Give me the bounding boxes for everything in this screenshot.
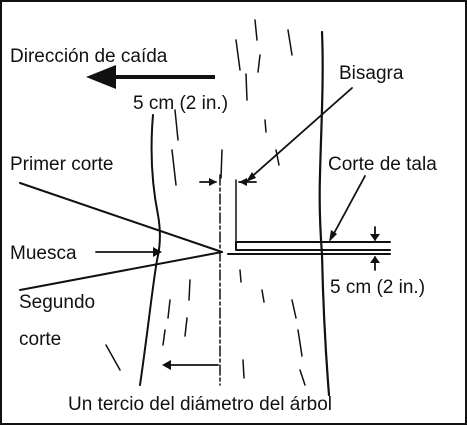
bark-mark xyxy=(220,149,223,179)
bark-mark xyxy=(254,19,261,73)
dim-left-arrowhead xyxy=(209,178,217,186)
trunk-right-edge xyxy=(318,30,331,397)
bark-mark xyxy=(184,279,191,337)
second-cut-line xyxy=(19,251,223,291)
first-cut-label: Primer corte xyxy=(10,154,113,175)
felling-cut-leader xyxy=(331,175,366,238)
one-third-arrowhead xyxy=(162,360,171,370)
direction-arrowhead xyxy=(86,65,116,89)
one-third-dimension xyxy=(162,360,219,370)
dim-right-arrowhead xyxy=(239,178,247,186)
felling-cut-arrowhead xyxy=(329,230,337,242)
gap-right-label: 5 cm (2 in.) xyxy=(330,277,425,298)
trunk-left-edge xyxy=(139,114,161,386)
hinge-leader xyxy=(247,87,353,181)
direction-label: Dirección de caída xyxy=(10,46,168,67)
one-third-label: Un tercio del diámetro del árbol xyxy=(68,394,332,415)
bark-mark xyxy=(162,299,171,346)
hinge-label: Bisagra xyxy=(339,63,404,84)
felling-cut-slot xyxy=(235,241,391,255)
right-dimension-marker xyxy=(370,226,380,271)
bark-mark xyxy=(235,39,248,101)
second-cut-label-line1: Segundo xyxy=(19,292,95,313)
first-cut-line xyxy=(19,182,223,253)
bark-mark xyxy=(264,119,280,166)
direction-arrow xyxy=(86,65,215,89)
bark-mark xyxy=(239,269,297,319)
notch-leader-arrowhead xyxy=(153,247,162,257)
dim-arrowhead-down xyxy=(370,234,380,241)
bark-mark xyxy=(297,329,303,357)
second-cut-label-line2: corte xyxy=(19,329,61,350)
bark-mark xyxy=(171,109,179,186)
tree-trunk xyxy=(105,19,331,397)
top-dimension-marker xyxy=(199,178,257,186)
gap-top-label: 5 cm (2 in.) xyxy=(133,93,228,114)
felling-cut-bottom xyxy=(235,241,391,251)
bark-mark xyxy=(287,29,293,56)
felling-cut-label: Corte de tala xyxy=(328,154,437,175)
notch-label: Muesca xyxy=(10,243,77,264)
bark-mark xyxy=(105,344,306,386)
hinge-leader-arrowhead xyxy=(246,172,256,182)
dim-arrowhead-up xyxy=(370,256,380,263)
notch-wedge xyxy=(19,182,223,291)
